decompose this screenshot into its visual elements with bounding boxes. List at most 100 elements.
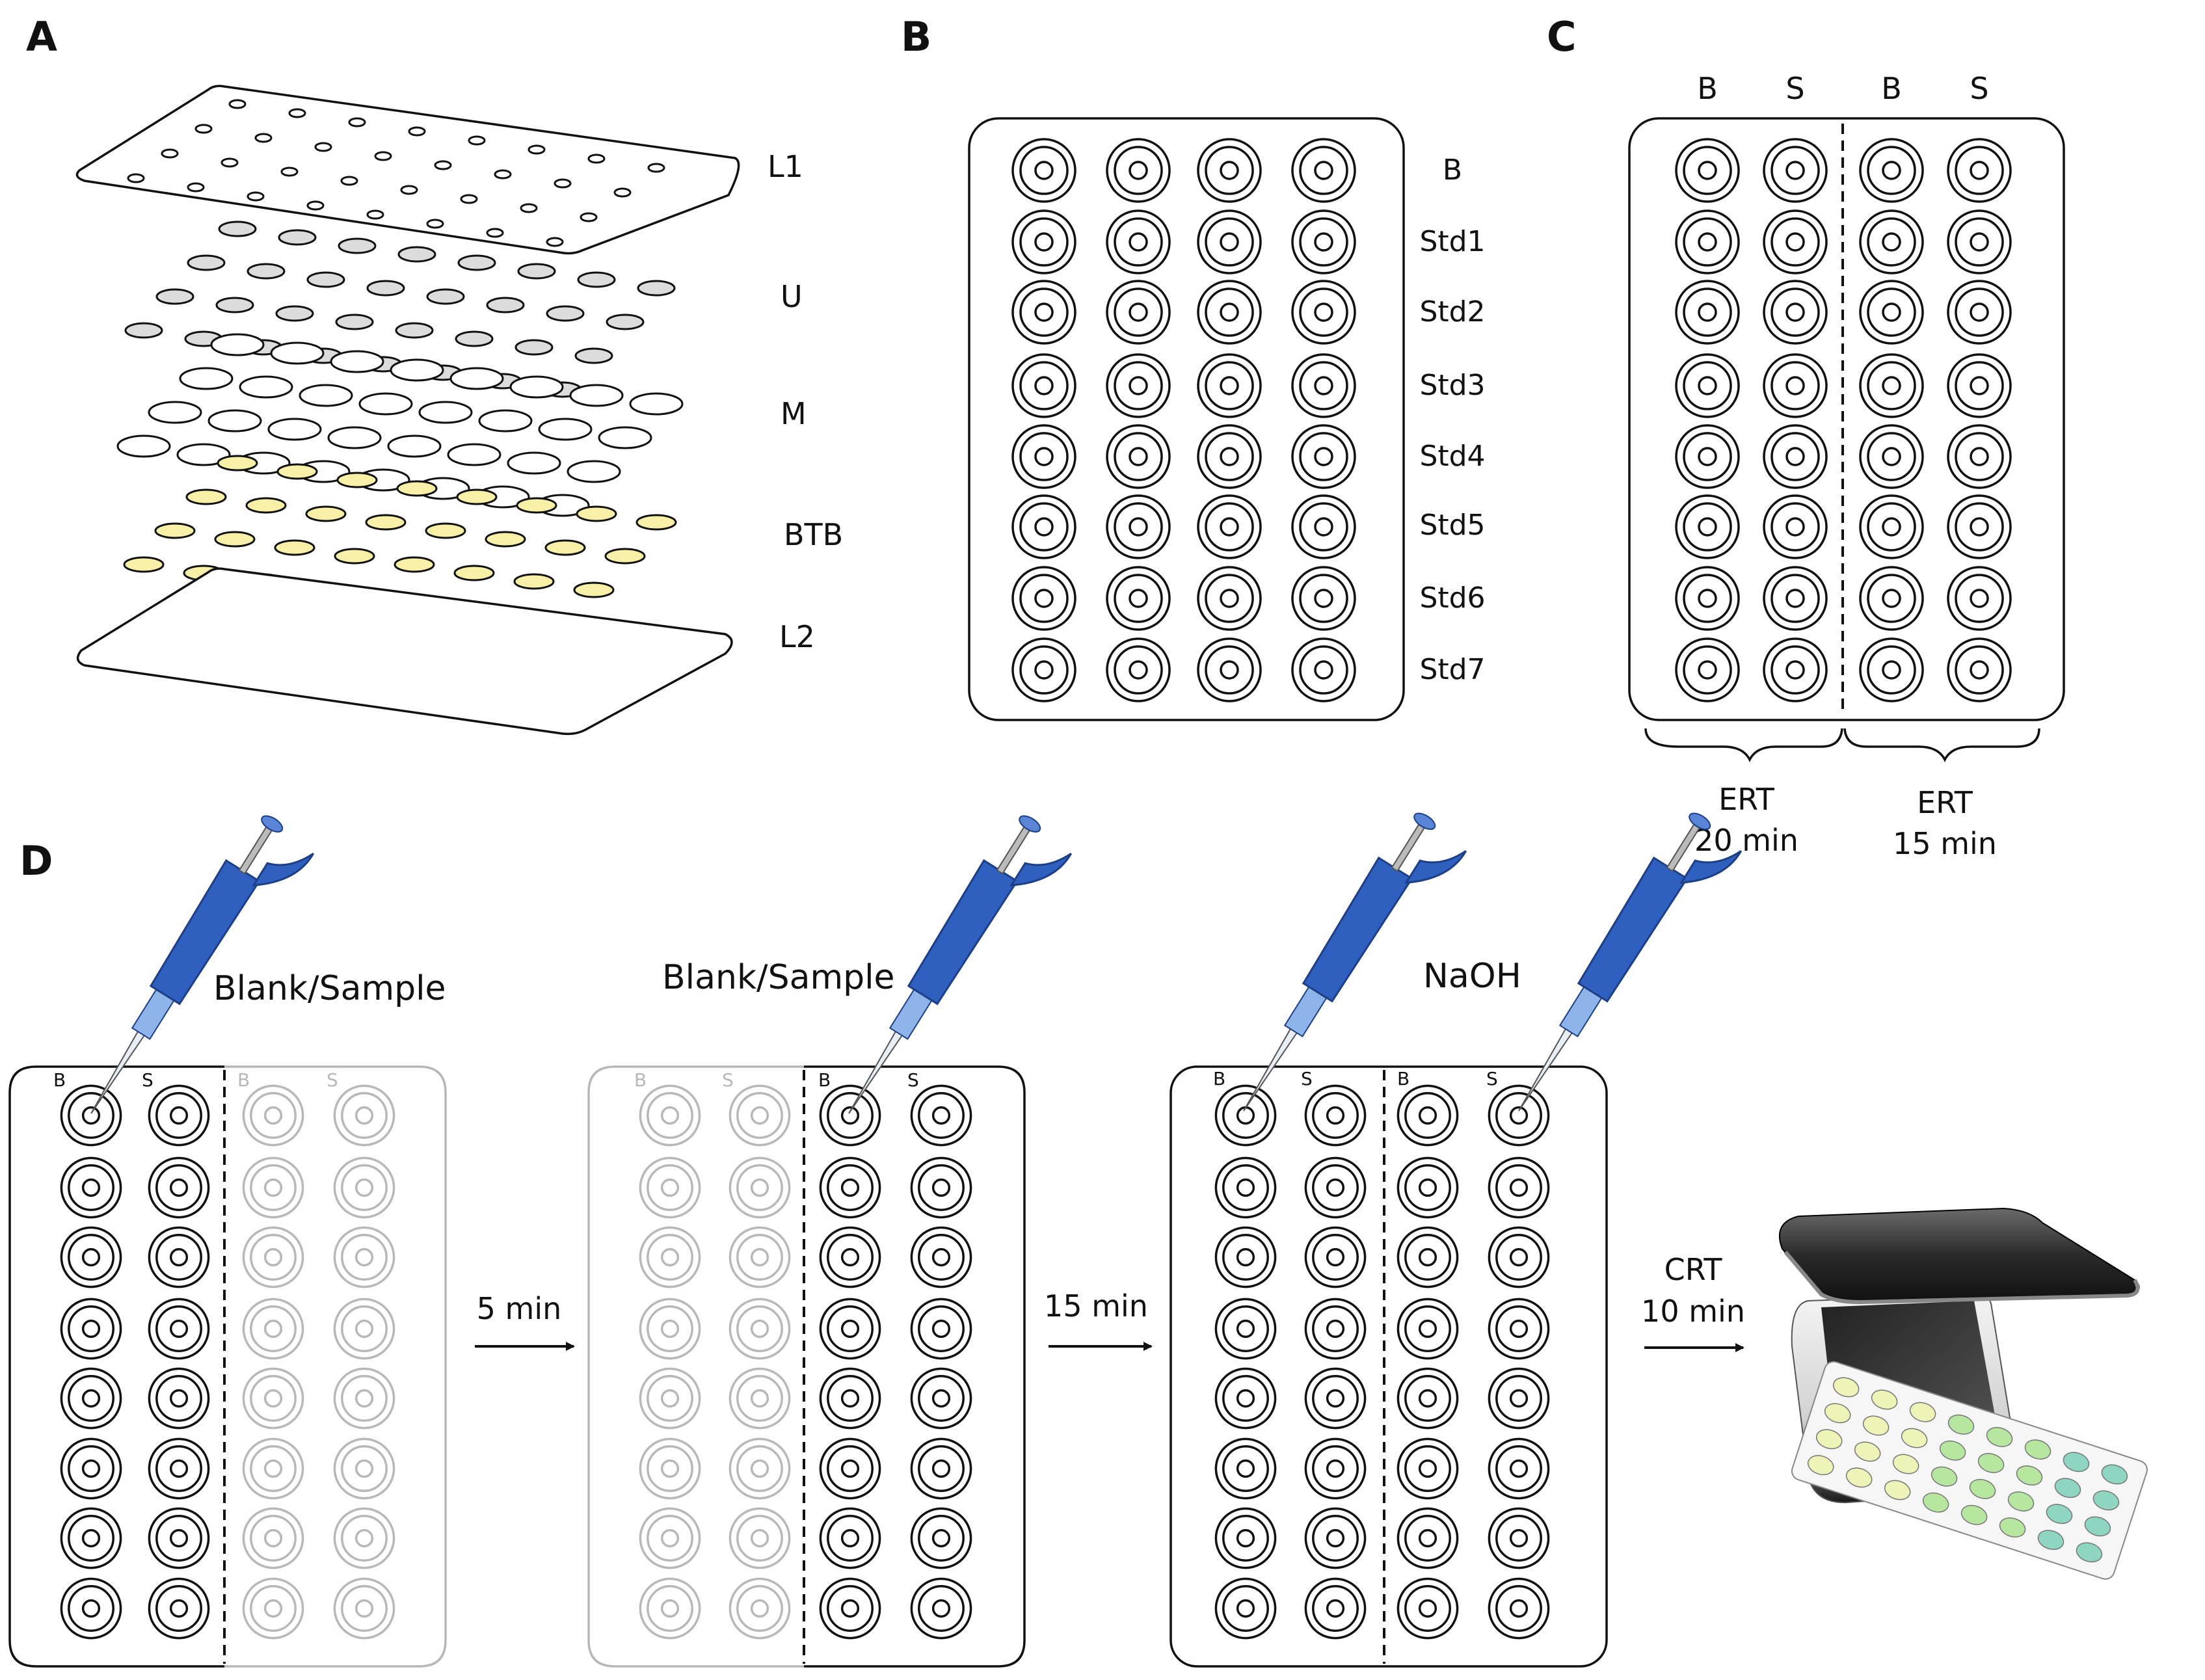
well-outer-ring — [242, 1156, 304, 1219]
standard-well — [1106, 138, 1171, 203]
col-label-c4: S — [1970, 71, 1988, 106]
well-middle-ring — [647, 1234, 693, 1281]
step3-col-s2: S — [1486, 1068, 1498, 1089]
l1-hole — [161, 148, 179, 159]
sample-well — [1859, 353, 1924, 418]
standard-well — [1106, 424, 1171, 489]
well-outer-ring — [819, 1437, 881, 1500]
well-middle-ring — [250, 1234, 297, 1281]
well-outer-ring — [639, 1226, 701, 1288]
sample-well — [1763, 280, 1828, 345]
well-center-ring — [750, 1599, 769, 1618]
well-outer-ring — [1396, 1226, 1459, 1288]
well-middle-ring — [736, 1234, 783, 1281]
well-outer-ring — [1011, 424, 1076, 489]
well-center-ring — [1326, 1528, 1345, 1548]
well-middle-ring — [647, 1585, 693, 1632]
active-well — [148, 1367, 210, 1430]
well-middle-ring — [918, 1092, 965, 1139]
m-well — [327, 426, 382, 449]
well-middle-ring — [918, 1305, 965, 1352]
well-outer-ring — [1947, 280, 2012, 345]
well-center-ring — [1129, 161, 1148, 180]
sample-well — [1675, 494, 1740, 559]
well-middle-ring — [250, 1092, 297, 1139]
well-outer-ring — [1488, 1577, 1550, 1640]
standard-well — [1291, 138, 1356, 203]
active-well — [1214, 1084, 1277, 1147]
well-middle-ring — [1019, 432, 1069, 481]
well-outer-ring — [639, 1577, 701, 1640]
well-middle-ring — [1222, 1515, 1269, 1562]
well-center-ring — [1509, 1459, 1529, 1478]
well-outer-ring — [728, 1156, 791, 1219]
active-well — [1214, 1577, 1277, 1640]
well-outer-ring — [1011, 138, 1076, 203]
well-outer-ring — [819, 1298, 881, 1360]
well-outer-ring — [1214, 1156, 1277, 1219]
well-outer-ring — [1675, 566, 1740, 631]
well-center-ring — [1236, 1459, 1255, 1478]
m-well — [449, 367, 504, 390]
col-label-c1: B — [1697, 71, 1718, 106]
well-outer-ring — [1488, 1507, 1550, 1569]
standard-well — [1106, 637, 1171, 702]
well-center-ring — [1970, 376, 1989, 395]
well-middle-ring — [736, 1445, 783, 1492]
well-center-ring — [750, 1247, 769, 1267]
well-center-ring — [169, 1389, 189, 1408]
standard-well — [1291, 353, 1356, 418]
well-outer-ring — [728, 1226, 791, 1288]
well-center-ring — [840, 1528, 860, 1548]
active-well — [60, 1507, 122, 1569]
inactive-well — [639, 1577, 701, 1640]
well-center-ring — [81, 1389, 101, 1408]
well-middle-ring — [1683, 361, 1732, 410]
u-well — [546, 305, 585, 322]
group-right-line1: ERT — [1917, 785, 1973, 820]
standard-well — [1291, 424, 1356, 489]
btb-well — [276, 463, 318, 480]
well-center-ring — [354, 1106, 374, 1125]
well-center-ring — [1785, 232, 1805, 252]
well-outer-ring — [148, 1507, 210, 1569]
well-center-ring — [1418, 1247, 1437, 1267]
well-center-ring — [1129, 376, 1148, 395]
well-outer-ring — [639, 1507, 701, 1569]
well-middle-ring — [250, 1375, 297, 1422]
well-center-ring — [1220, 161, 1239, 180]
well-middle-ring — [1222, 1234, 1269, 1281]
well-center-ring — [1326, 1319, 1345, 1339]
m-well — [210, 333, 265, 356]
well-middle-ring — [1771, 502, 1820, 552]
well-outer-ring — [242, 1437, 304, 1500]
active-well — [1488, 1507, 1550, 1569]
m-well — [390, 358, 444, 382]
well-middle-ring — [68, 1585, 114, 1632]
l1-hole — [366, 209, 384, 220]
well-middle-ring — [1404, 1305, 1451, 1352]
btb-well — [365, 514, 407, 531]
well-center-ring — [1220, 302, 1239, 322]
btb-well — [604, 548, 646, 565]
well-outer-ring — [910, 1298, 972, 1360]
well-outer-ring — [1304, 1577, 1367, 1640]
standard-well — [1197, 138, 1262, 203]
well-center-ring — [1785, 302, 1805, 322]
layer-l2-sheet — [76, 567, 733, 736]
inactive-well — [242, 1156, 304, 1219]
u-well — [306, 271, 345, 288]
m-well — [598, 426, 652, 449]
pipette-button — [1413, 812, 1436, 830]
well-center-ring — [1418, 1319, 1437, 1339]
l1-hole — [613, 187, 632, 198]
well-center-ring — [1314, 589, 1333, 608]
m-well — [207, 409, 262, 433]
active-well — [1396, 1367, 1459, 1430]
l1-hole — [468, 135, 486, 146]
well-center-ring — [1698, 589, 1717, 608]
active-well — [1488, 1577, 1550, 1640]
inactive-well — [639, 1298, 701, 1360]
inactive-well — [333, 1437, 395, 1500]
well-outer-ring — [1859, 566, 1924, 631]
